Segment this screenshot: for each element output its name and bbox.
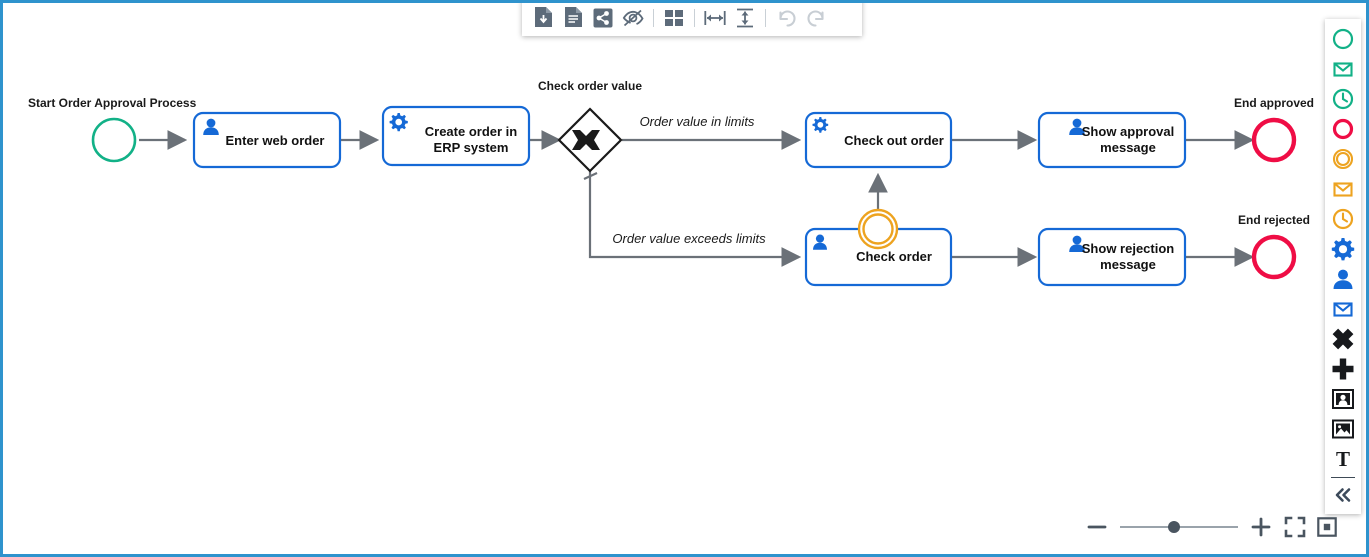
service-task-icon[interactable] [1328,234,1358,264]
undo-icon[interactable] [771,4,801,32]
task-label-line2: message [1100,257,1156,272]
toolbar-divider-3 [765,8,766,27]
task-label-line2: ERP system [434,140,509,155]
gateway-label: Check order value [538,79,642,93]
flow-gateway-to-checkorder [588,171,802,267]
text-annotation-icon[interactable]: T [1328,444,1358,474]
eye-off-icon[interactable] [618,4,648,32]
element-palette: T [1325,19,1361,514]
user-task-icon [203,118,219,135]
send-task-icon[interactable] [1328,294,1358,324]
pool-icon[interactable] [1328,384,1358,414]
zoom-slider-handle[interactable] [1168,521,1180,533]
task-label-line1: Show rejection [1082,241,1175,256]
sequence-flows [139,130,1255,267]
zoom-slider[interactable] [1120,521,1238,533]
start-event[interactable] [91,117,137,163]
end-rejected-label: End rejected [1238,213,1310,227]
flow-label-exceeds-limits: Order value exceeds limits [612,231,766,246]
toolbar-divider-1 [653,8,654,27]
download-file-icon[interactable] [528,4,558,32]
zoom-in-button[interactable] [1250,516,1272,538]
palette-divider [1331,477,1355,478]
distribute-vertical-icon[interactable] [730,4,760,32]
diagram-canvas[interactable]: Start Order Approval Process Enter web o… [3,3,1366,554]
parallel-gateway-icon[interactable] [1328,354,1358,384]
intermediate-event-icon[interactable] [1328,144,1358,174]
fit-to-screen-button[interactable] [1284,516,1306,538]
task-check-out-order[interactable]: Check out order [804,111,953,169]
end-event-approved[interactable] [1251,117,1297,163]
redo-icon[interactable] [801,4,831,32]
exclusive-gateway-icon[interactable] [1328,324,1358,354]
user-task-icon [1069,235,1085,252]
task-label-line2: message [1100,140,1156,155]
share-icon[interactable] [588,4,618,32]
default-flow-marker [583,172,598,180]
task-show-rejection-message[interactable]: Show rejection message [1037,227,1187,287]
actual-size-button[interactable] [1316,516,1338,538]
toolbar-divider-2 [694,8,695,27]
service-task-icon [812,117,829,133]
end-approved-label: End approved [1234,96,1314,110]
service-task-icon [389,113,408,132]
flow-label-in-limits: Order value in limits [640,114,755,129]
editor-toolbar [522,3,862,36]
task-enter-web-order[interactable]: Enter web order [192,111,342,169]
timer-start-event-icon[interactable] [1328,84,1358,114]
exclusive-gateway[interactable] [557,107,623,173]
task-label: Enter web order [226,133,325,148]
zoom-out-button[interactable] [1086,517,1108,537]
task-label: Check out order [844,133,944,148]
start-event-icon[interactable] [1328,24,1358,54]
timer-intermediate-event-icon[interactable] [1328,204,1358,234]
end-event-rejected[interactable] [1251,234,1297,280]
zoom-controls [1082,514,1342,540]
distribute-horizontal-icon[interactable] [700,4,730,32]
task-label: Check order [856,249,932,264]
exclusive-gateway-x-icon [572,130,600,150]
grid-layout-icon[interactable] [659,4,689,32]
user-task-icon[interactable] [1328,264,1358,294]
collapse-palette-icon[interactable] [1328,480,1358,510]
task-label-line1: Create order in [425,124,518,139]
end-event-icon[interactable] [1328,114,1358,144]
task-create-order-erp[interactable]: Create order in ERP system [381,105,531,167]
task-label-line1: Show approval [1082,124,1174,139]
task-show-approval-message[interactable]: Show approval message [1037,111,1187,169]
image-icon[interactable] [1328,414,1358,444]
message-intermediate-event-icon[interactable] [1328,174,1358,204]
user-task-icon [1069,118,1085,135]
document-icon[interactable] [558,4,588,32]
start-event-label: Start Order Approval Process [28,96,197,110]
user-task-icon [813,234,827,250]
boundary-intermediate-event[interactable] [857,208,899,250]
message-start-event-icon[interactable] [1328,54,1358,84]
svg-text:T: T [1336,447,1350,471]
